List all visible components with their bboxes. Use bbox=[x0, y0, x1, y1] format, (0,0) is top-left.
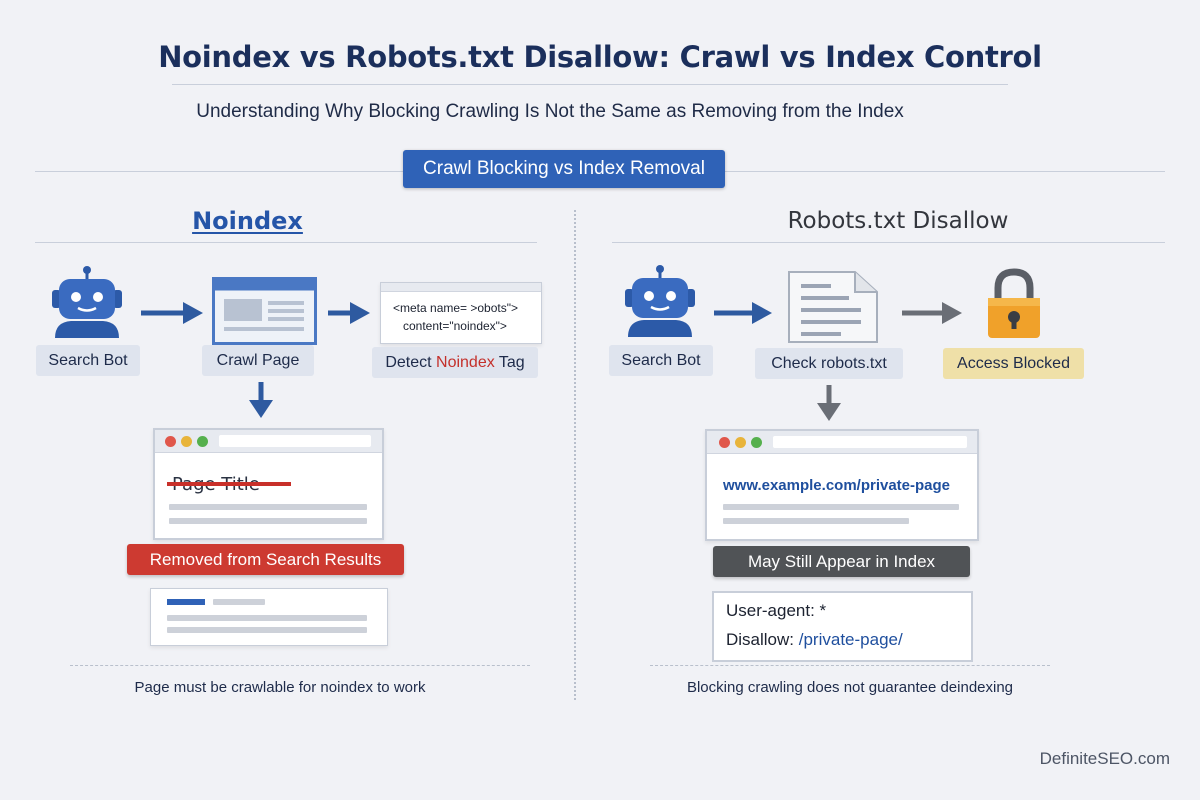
search-bot-label: Search Bot bbox=[36, 345, 140, 376]
page-title: Noindex vs Robots.txt Disallow: Crawl vs… bbox=[158, 40, 1042, 74]
left-note: Page must be crawlable for noindex to wo… bbox=[134, 679, 426, 696]
arrow-right-icon bbox=[902, 302, 962, 324]
address-bar bbox=[219, 435, 371, 447]
disallow-path: /private-page/ bbox=[798, 630, 903, 649]
placeholder-line bbox=[167, 627, 367, 633]
subtitle: Understanding Why Blocking Crawling Is N… bbox=[196, 101, 904, 122]
removed-banner: Removed from Search Results bbox=[127, 544, 404, 575]
window-titlebar bbox=[707, 431, 977, 454]
left-note-rule bbox=[70, 665, 530, 666]
left-heading-rule bbox=[35, 242, 537, 243]
section-rule-right bbox=[725, 171, 1165, 172]
detect-prefix: Detect bbox=[385, 354, 437, 371]
placeholder-line bbox=[723, 518, 909, 524]
user-agent-line: User-agent: * bbox=[726, 601, 827, 620]
detect-suffix: Tag bbox=[494, 354, 525, 371]
robot-icon bbox=[625, 265, 695, 337]
placeholder-line bbox=[169, 504, 367, 510]
detect-highlight: Noindex bbox=[436, 354, 495, 371]
brand-watermark: DefiniteSEO.com bbox=[1039, 749, 1170, 768]
section-pill: Crawl Blocking vs Index Removal bbox=[403, 150, 725, 188]
arrow-right-icon bbox=[328, 302, 370, 324]
title-rule bbox=[172, 84, 1008, 85]
url-window: www.example.com/private-page bbox=[705, 429, 979, 541]
robots-code-card: User-agent: * Disallow: /private-page/ bbox=[712, 591, 973, 662]
padlock-icon bbox=[988, 268, 1040, 338]
disallow-line: Disallow: /private-page/ bbox=[726, 630, 903, 650]
close-dot-icon bbox=[165, 436, 176, 447]
arrow-right-icon bbox=[714, 302, 772, 324]
maximize-dot-icon bbox=[197, 436, 208, 447]
document-icon bbox=[788, 271, 878, 343]
meta-tag-window: <meta name= >obots"> content="noindex"> bbox=[380, 282, 542, 344]
robot-icon bbox=[52, 266, 122, 338]
placeholder-line bbox=[723, 504, 959, 510]
may-appear-banner: May Still Appear in Index bbox=[713, 546, 970, 577]
browser-window-icon bbox=[212, 277, 317, 345]
search-result-window: Page Title bbox=[153, 428, 384, 540]
right-note-rule bbox=[650, 665, 1050, 666]
crawl-page-label: Crawl Page bbox=[202, 345, 314, 376]
check-robots-label: Check robots.txt bbox=[755, 348, 903, 379]
window-titlebar bbox=[155, 430, 382, 453]
result-link-bar bbox=[167, 599, 205, 605]
noindex-heading: Noindex bbox=[192, 207, 303, 235]
close-dot-icon bbox=[719, 437, 730, 448]
disallow-prefix: Disallow: bbox=[726, 630, 799, 649]
center-divider bbox=[574, 210, 576, 700]
arrow-down-icon bbox=[817, 385, 841, 421]
section-rule-left bbox=[35, 171, 403, 172]
minimize-dot-icon bbox=[181, 436, 192, 447]
arrow-down-icon bbox=[249, 382, 273, 418]
placeholder-line bbox=[213, 599, 265, 605]
url-text: www.example.com/private-page bbox=[723, 477, 951, 494]
right-heading-rule bbox=[612, 242, 1165, 243]
placeholder-line bbox=[167, 615, 367, 621]
placeholder-line bbox=[169, 518, 367, 524]
arrow-right-icon bbox=[141, 302, 203, 324]
address-bar bbox=[773, 436, 967, 448]
right-note: Blocking crawling does not guarantee dei… bbox=[686, 679, 1014, 696]
search-bot-label: Search Bot bbox=[609, 345, 713, 376]
detect-noindex-label: Detect Noindex Tag bbox=[372, 347, 538, 378]
maximize-dot-icon bbox=[751, 437, 762, 448]
access-blocked-label: Access Blocked bbox=[943, 348, 1084, 379]
minimize-dot-icon bbox=[735, 437, 746, 448]
meta-code-line-1: <meta name= >obots"> bbox=[393, 301, 519, 315]
empty-results-card bbox=[150, 588, 388, 646]
strikethrough-line bbox=[167, 482, 291, 486]
meta-code-line-2: content="noindex"> bbox=[403, 319, 507, 333]
robots-disallow-heading: Robots.txt Disallow bbox=[787, 208, 1009, 234]
